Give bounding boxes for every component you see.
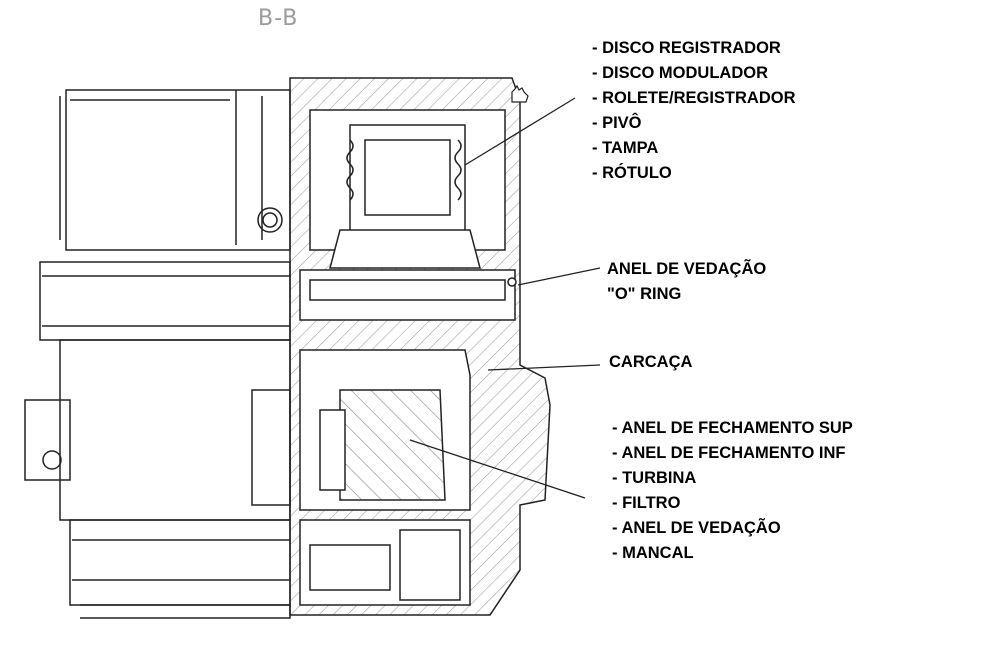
- exterior-view: [24, 89, 291, 619]
- leader-lines: [409, 97, 601, 499]
- callout-label: - TAMPA: [592, 139, 659, 157]
- leader-bottom: [409, 439, 586, 499]
- callout-label: - ANEL DE FECHAMENTO SUP: [612, 419, 853, 437]
- callout-label: - RÓTULO: [592, 164, 672, 182]
- callout-label: - DISCO MODULADOR: [592, 64, 768, 82]
- callout-label: - DISCO REGISTRADOR: [592, 39, 781, 57]
- leader-top: [464, 97, 576, 166]
- callout-label: - ANEL DE VEDAÇÃO: [612, 519, 781, 537]
- callout-label: - FILTRO: [612, 494, 681, 512]
- section-title: B-B: [258, 6, 299, 31]
- callout-label: - TURBINA: [612, 469, 697, 487]
- callout-seal-group: ANEL DE VEDAÇÃO "O" RING: [607, 257, 766, 307]
- callout-top-group: - DISCO REGISTRADOR - DISCO MODULADOR - …: [592, 36, 796, 186]
- callout-label: ANEL DE VEDAÇÃO: [607, 260, 767, 278]
- leader-carcaca: [487, 364, 601, 371]
- leader-oring: [517, 267, 601, 286]
- hand-cursor-icon: [511, 84, 529, 103]
- callout-housing-group: CARCAÇA: [609, 350, 692, 375]
- callout-label: - ROLETE/REGISTRADOR: [592, 89, 796, 107]
- callout-label: "O" RING: [607, 285, 682, 303]
- sectioned-view: [289, 77, 551, 616]
- callout-label: - ANEL DE FECHAMENTO INF: [612, 444, 846, 462]
- callout-label: CARCAÇA: [609, 353, 693, 371]
- callout-label: - PIVÔ: [592, 114, 642, 132]
- callout-bottom-group: - ANEL DE FECHAMENTO SUP - ANEL DE FECHA…: [612, 416, 853, 566]
- callout-label: - MANCAL: [612, 544, 694, 562]
